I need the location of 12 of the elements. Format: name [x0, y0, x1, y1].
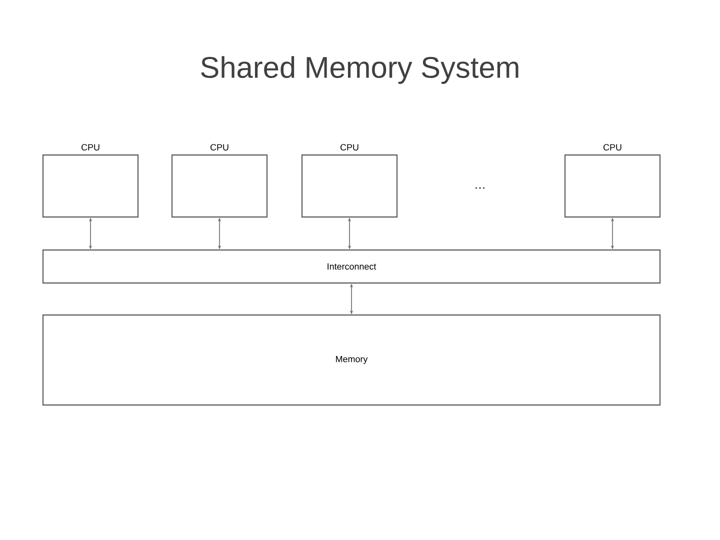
cpu-label: CPU: [340, 144, 358, 150]
component-box: Memory: [42, 314, 661, 406]
title: Shared Memory System: [201, 56, 518, 84]
cpu-label: CPU: [82, 144, 100, 150]
cpu-box: [301, 154, 398, 218]
cpu-box: [171, 154, 268, 218]
ellipsis: …: [476, 187, 484, 189]
cpu-box: [564, 154, 661, 218]
cpu-label: CPU: [210, 144, 228, 150]
cpu-label: CPU: [604, 144, 622, 150]
component-box: Interconnect: [42, 249, 661, 284]
cpu-box: [42, 154, 139, 218]
